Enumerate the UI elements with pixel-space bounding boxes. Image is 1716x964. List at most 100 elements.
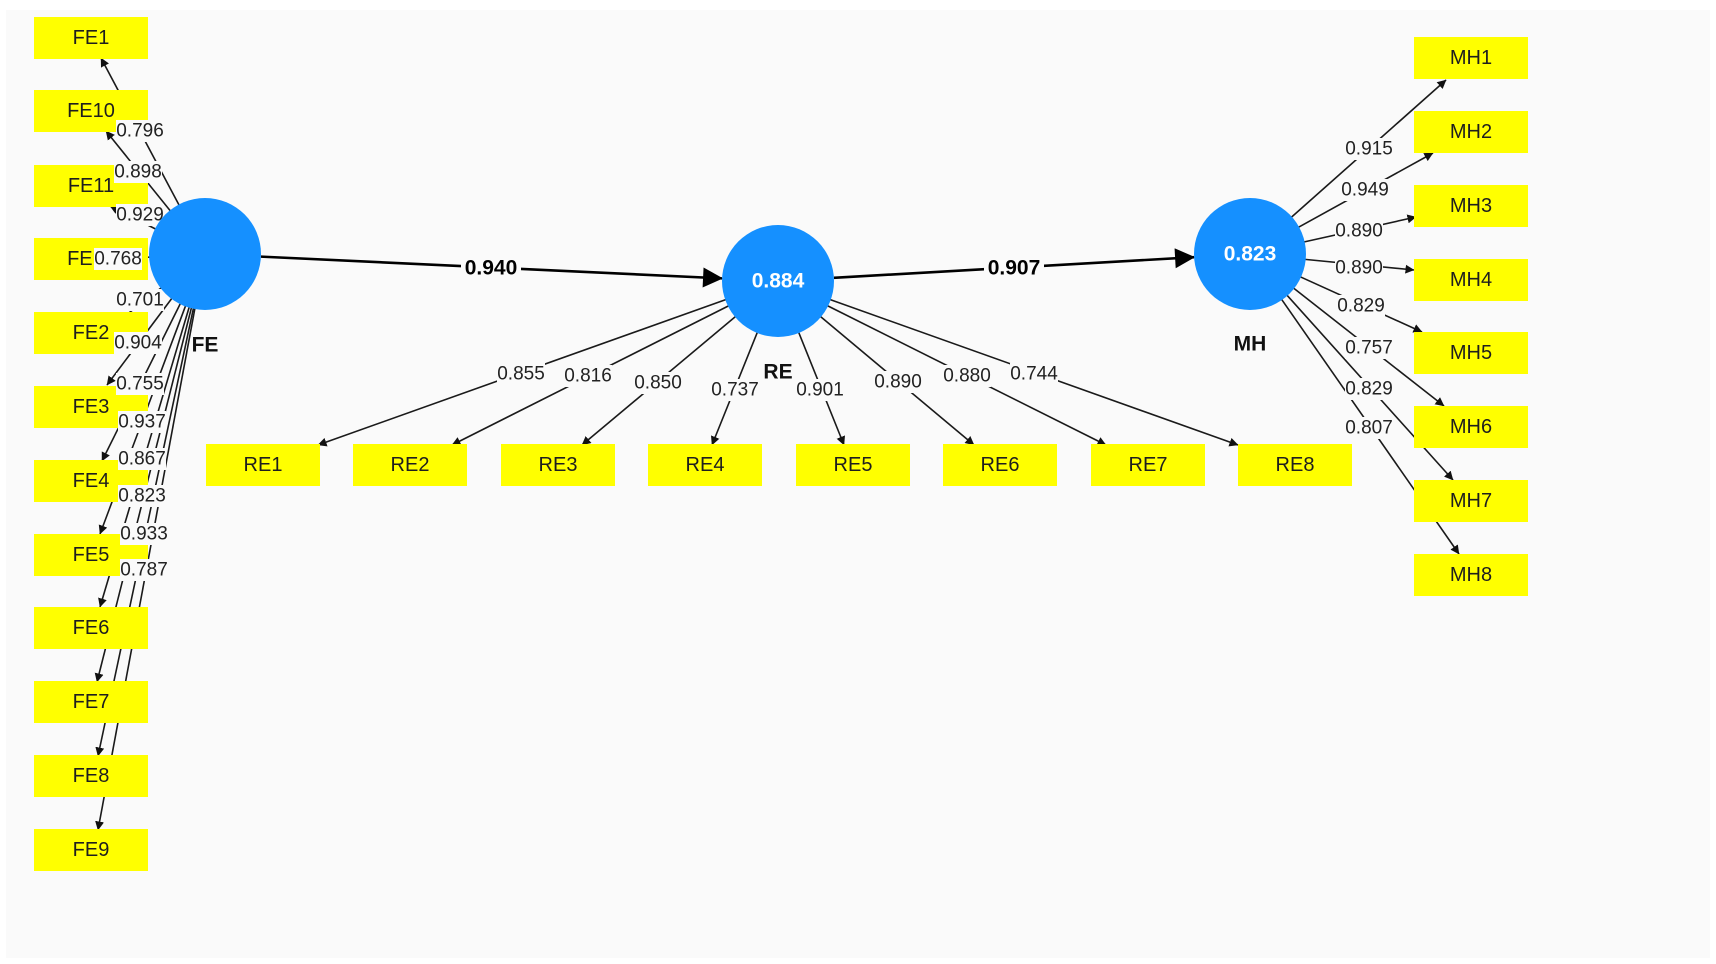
loading-value-mh6: 0.757 [1345,338,1393,359]
loading-label-bg [1341,179,1389,201]
loading-value-fe3: 0.904 [114,333,162,354]
loading-value-fe7: 0.823 [118,486,166,507]
loading-label-bg [118,411,166,433]
loading-value-fe12: 0.768 [94,249,142,270]
loading-value-fe9: 0.787 [120,560,168,581]
indicators-layer: FE1FE10FE11FE12FE2FE3FE4FE5FE6FE7FE8FE9R… [34,17,1528,871]
loading-label-bg [796,379,844,401]
loading-value-mh8: 0.807 [1345,418,1393,439]
indicator-label-re8: RE8 [1276,454,1315,476]
loading-label-bg [634,372,682,394]
latent-node-mh[interactable] [1194,198,1306,310]
loading-value-re5: 0.901 [796,380,844,401]
indicator-label-fe2: FE2 [73,322,110,344]
latent-node-re[interactable] [722,225,834,337]
indicator-label-fe3: FE3 [73,396,110,418]
indicator-box-fe9[interactable] [34,829,148,871]
indicator-label-mh6: MH6 [1450,416,1492,438]
indicator-label-mh5: MH5 [1450,342,1492,364]
loading-label-bg [1345,337,1393,359]
indicator-label-fe8: FE8 [73,765,110,787]
loading-value-re8: 0.744 [1010,364,1058,385]
indicator-box-mh4[interactable] [1414,259,1528,301]
indicator-label-mh4: MH4 [1450,269,1492,291]
indicator-label-mh8: MH8 [1450,564,1492,586]
path-coefficient-fe-re: 0.940 [465,257,518,280]
loading-value-re2: 0.816 [564,366,612,387]
path-coefficient-re-mh: 0.907 [988,257,1041,280]
loading-label-bg [94,248,142,270]
indicator-label-fe9: FE9 [73,839,110,861]
indicator-label-mh3: MH3 [1450,195,1492,217]
loading-label-bg [1345,417,1393,439]
latent-name-mh: MH [1234,333,1267,356]
indicator-label-fe6: FE6 [73,617,110,639]
loading-label-bg [943,365,991,387]
loading-label-bg [116,120,164,142]
loading-value-fe8: 0.933 [120,524,168,545]
labels-layer: 0.7960.8980.9290.7680.7010.9040.7550.937… [94,120,1393,581]
loading-value-mh5: 0.829 [1337,296,1385,317]
indicator-box-mh1[interactable] [1414,37,1528,79]
indicator-box-mh7[interactable] [1414,480,1528,522]
loading-label-bg [1010,363,1058,385]
indicator-box-re6[interactable] [943,444,1057,486]
loading-label-bg [120,523,168,545]
loading-label-bg [1337,295,1385,317]
loading-label-bg [497,363,545,385]
indicator-box-re1[interactable] [206,444,320,486]
loading-label-bg [711,379,759,401]
path-label-bg [461,256,521,280]
indicator-label-re2: RE2 [391,454,430,476]
loading-label-bg [116,373,164,395]
indicator-label-re7: RE7 [1129,454,1168,476]
indicator-box-mh6[interactable] [1414,406,1528,448]
indicator-box-mh8[interactable] [1414,554,1528,596]
loading-label-bg [1345,378,1393,400]
indicator-box-re8[interactable] [1238,444,1352,486]
loading-value-fe11: 0.929 [116,205,164,226]
indicator-label-re6: RE6 [981,454,1020,476]
loading-value-fe6: 0.867 [118,449,166,470]
path-model-diagram: FE1FE10FE11FE12FE2FE3FE4FE5FE6FE7FE8FE9R… [34,17,1528,871]
loading-label-bg [114,332,162,354]
loading-value-mh3: 0.890 [1335,221,1383,242]
indicator-box-fe7[interactable] [34,681,148,723]
indicator-box-fe1[interactable] [34,17,148,59]
loading-value-re1: 0.855 [497,364,545,385]
indicator-box-fe6[interactable] [34,607,148,649]
loading-value-mh1: 0.915 [1345,139,1393,160]
indicator-label-fe7: FE7 [73,691,110,713]
loading-value-re7: 0.880 [943,366,991,387]
loading-value-fe5: 0.937 [118,412,166,433]
indicator-box-re4[interactable] [648,444,762,486]
indicator-label-fe1: FE1 [73,27,110,49]
indicator-label-fe4: FE4 [73,470,110,492]
indicator-label-fe10: FE10 [67,100,115,122]
indicator-label-mh7: MH7 [1450,490,1492,512]
indicator-label-re5: RE5 [834,454,873,476]
loading-value-mh2: 0.949 [1341,180,1389,201]
latent-node-fe[interactable] [149,198,261,310]
indicator-box-fe8[interactable] [34,755,148,797]
indicator-box-re5[interactable] [796,444,910,486]
loading-value-re6: 0.890 [874,372,922,393]
indicator-box-re2[interactable] [353,444,467,486]
loading-label-bg [874,371,922,393]
indicator-box-re7[interactable] [1091,444,1205,486]
loading-label-bg [118,485,166,507]
loading-label-bg [120,559,168,581]
loading-value-fe2: 0.701 [116,290,164,311]
loading-label-bg [116,289,164,311]
indicator-box-mh5[interactable] [1414,332,1528,374]
loading-value-mh4: 0.890 [1335,258,1383,279]
indicator-label-fe5: FE5 [73,544,110,566]
loading-label-bg [116,204,164,226]
loading-label-bg [118,448,166,470]
indicator-box-re3[interactable] [501,444,615,486]
indicator-box-mh2[interactable] [1414,111,1528,153]
indicator-label-re3: RE3 [539,454,578,476]
indicator-box-mh3[interactable] [1414,185,1528,227]
